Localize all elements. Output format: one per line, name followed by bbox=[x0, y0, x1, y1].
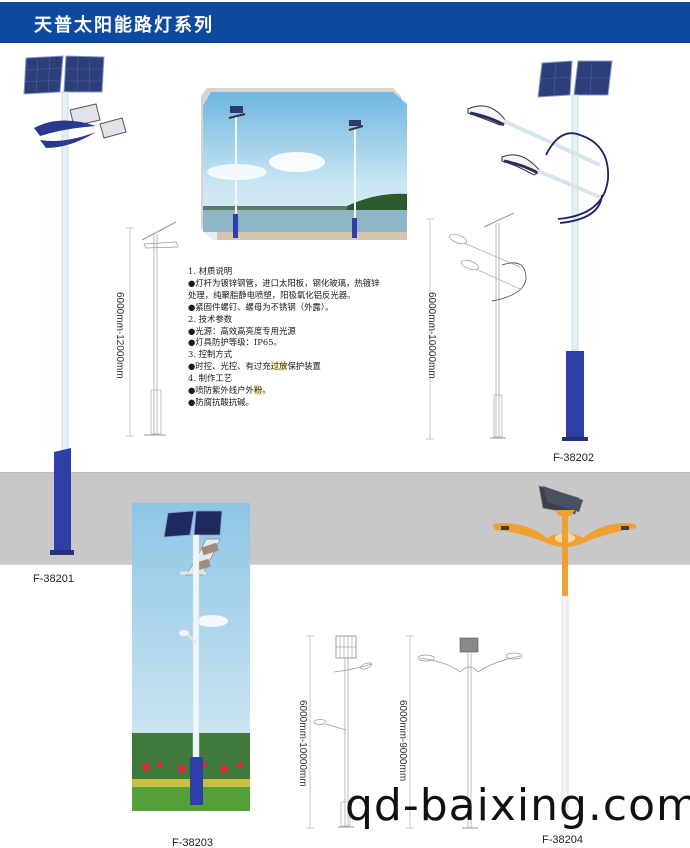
specification-text: 1. 材质说明 ●灯杆为镀锌钢管，进口太阳板，钢化玻璃，热镀锌 处理，纯聚脂静电… bbox=[188, 266, 424, 409]
spec-heading: 4. 制作工艺 bbox=[188, 373, 233, 384]
dimension-label-f38201: 6000mm-12000mm bbox=[114, 292, 125, 379]
dimension-label-f38202: 6000mm-10000mm bbox=[426, 292, 437, 379]
line-drawing-f38203 bbox=[306, 635, 373, 829]
scene-photo-riverside bbox=[201, 88, 407, 240]
spec-text: 。 bbox=[262, 385, 271, 396]
product-photo-f38203 bbox=[132, 503, 250, 811]
spec-heading: 3. 控制方式 bbox=[188, 349, 233, 360]
model-label-f38204: F-38204 bbox=[542, 834, 583, 846]
spec-item: 处理，纯聚脂静电喷塑，阳极氧化铝反光器。 bbox=[188, 289, 356, 300]
spec-text: ●喷防紫外线户外 bbox=[188, 385, 254, 396]
spec-heading: 1. 材质说明 bbox=[188, 266, 233, 276]
spec-text: ●时控、光控、有过充 bbox=[188, 361, 271, 372]
product-photo-f38202 bbox=[467, 60, 613, 441]
product-photo-f38201 bbox=[23, 55, 127, 555]
spec-item: ●紧固件螺钉、螺母为不锈钢（外露）。 bbox=[188, 301, 334, 312]
model-label-f38201: F-38201 bbox=[33, 573, 74, 585]
header-banner: 天普太阳能路灯系列 bbox=[0, 2, 690, 43]
line-drawing-f38201 bbox=[126, 221, 179, 437]
spec-highlight: 过放 bbox=[270, 361, 288, 372]
line-drawing-f38204 bbox=[406, 635, 523, 829]
spec-item: ●光源：高效高亮度专用光源 bbox=[188, 325, 296, 336]
product-photo-f38204 bbox=[493, 485, 637, 819]
spec-heading: 2. 技术参数 bbox=[188, 313, 233, 324]
spec-highlight: 粉 bbox=[253, 385, 263, 396]
watermark-text: qd-baixing.com bbox=[345, 780, 690, 831]
solar-panel-icon bbox=[537, 60, 613, 98]
spec-item: ●喷防紫外线户外粉。 bbox=[188, 385, 424, 397]
spec-item: ●防腐抗酸抗碱。 bbox=[188, 396, 254, 407]
gray-background-band bbox=[0, 472, 690, 565]
dimension-label-f38203: 6000mm-10000mm bbox=[297, 700, 308, 787]
spec-text: 保护装置 bbox=[287, 361, 321, 372]
spec-item: ●灯杆为镀锌钢管，进口太阳板，钢化玻璃，热镀锌 bbox=[188, 277, 380, 288]
model-label-f38203: F-38203 bbox=[172, 837, 213, 848]
page-title: 天普太阳能路灯系列 bbox=[34, 15, 214, 36]
solar-panel-icon bbox=[23, 55, 105, 95]
line-drawing-f38202 bbox=[426, 212, 527, 440]
dimension-label-f38204: 6000mm-9000mm bbox=[397, 700, 408, 782]
solar-panel-icon bbox=[538, 485, 583, 515]
spec-item: ●灯具防护等级：IP65。 bbox=[188, 337, 282, 348]
model-label-f38202: F-38202 bbox=[553, 452, 594, 464]
spec-item: ●时控、光控、有过充过放保护装置 bbox=[188, 361, 424, 373]
